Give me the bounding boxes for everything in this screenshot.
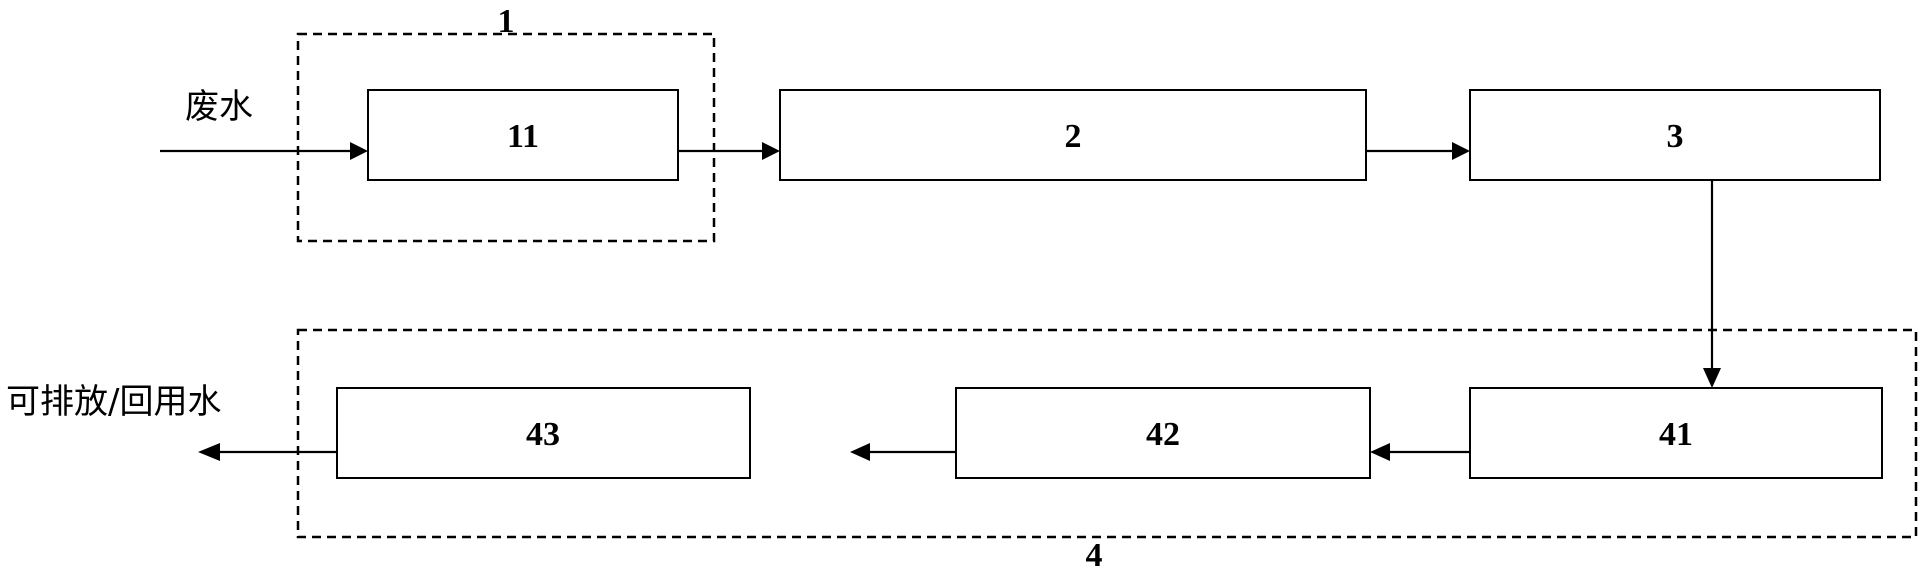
box-42-label: 42 [1146,416,1180,453]
arrowhead-input-to-11 [350,142,368,160]
box-2-label: 2 [1065,118,1082,155]
arrowhead-43-to-output [198,443,220,461]
arrowhead-41-to-42 [1370,443,1390,461]
box-43 [336,387,751,479]
arrowhead-2-to-3 [1452,142,1470,160]
input-label: 废水 [185,87,253,127]
box-43-label: 43 [526,416,560,453]
box-2 [779,89,1367,181]
box-11 [367,89,679,181]
arrowhead-11-to-2 [762,142,780,160]
group-4-label: 4 [1086,537,1103,574]
group-1-outline [296,32,716,243]
group-4-outline [296,328,1918,539]
output-label: 可排放/回用水 [6,382,221,422]
box-41 [1469,387,1883,479]
group-1-label: 1 [498,3,515,40]
box-41-label: 41 [1659,416,1693,453]
box-11-label: 11 [507,118,539,155]
arrowhead-42-to-43 [850,443,870,461]
box-3 [1469,89,1881,181]
arrowhead-3-to-41 [1703,368,1721,388]
box-3-label: 3 [1667,118,1684,155]
box-42 [955,387,1371,479]
